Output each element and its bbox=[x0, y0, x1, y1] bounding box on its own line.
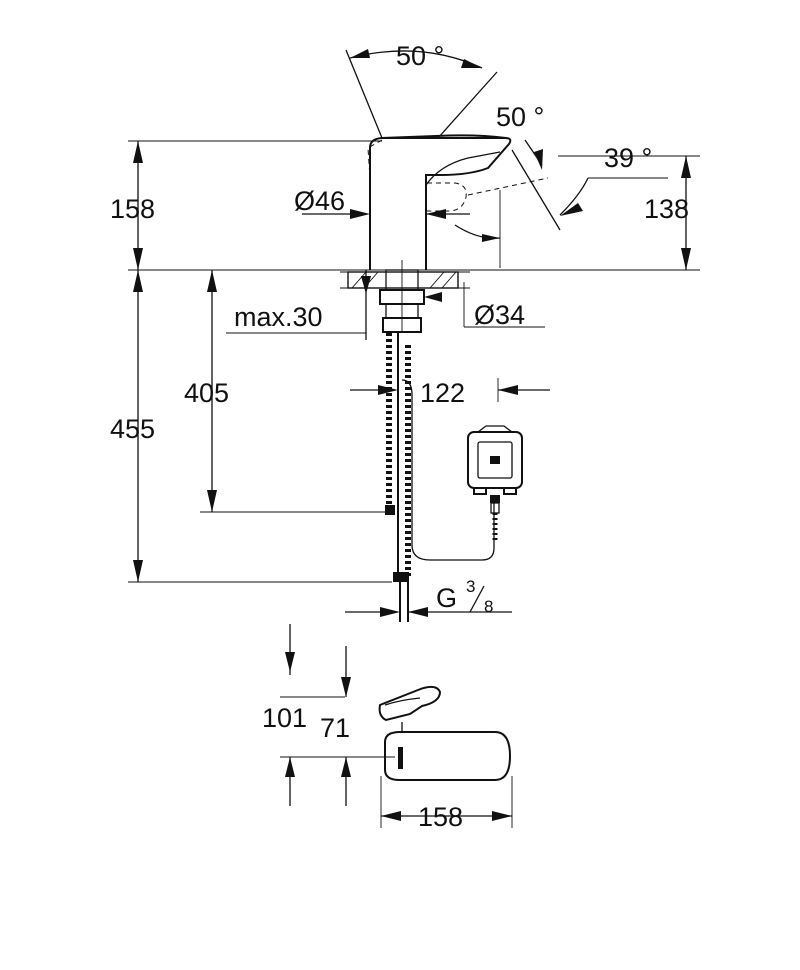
dim-label-101: 101 bbox=[262, 703, 307, 733]
angle-label-lever-front: 39 ° bbox=[604, 143, 652, 173]
dim-label-158-width: 158 bbox=[418, 802, 463, 832]
angle-line-right bbox=[437, 71, 498, 139]
faucet-body bbox=[369, 137, 512, 270]
dim-label-122: 122 bbox=[420, 378, 465, 408]
thread-denominator: 8 bbox=[484, 597, 493, 616]
control-box bbox=[467, 425, 523, 540]
shank bbox=[379, 260, 425, 333]
top-spout bbox=[384, 731, 512, 781]
angle-label-lever-tilt: 50 ° bbox=[496, 102, 544, 132]
dim-label-455: 455 bbox=[110, 414, 155, 444]
top-lever bbox=[378, 686, 442, 722]
dim-label-138: 138 bbox=[644, 194, 689, 224]
dim-label-71: 71 bbox=[320, 713, 350, 743]
thread-label: G 3 8 bbox=[436, 577, 493, 616]
deck-hatch bbox=[340, 271, 470, 289]
angle-line-left bbox=[345, 49, 383, 139]
angle-line-39 bbox=[511, 149, 561, 231]
faucet-top-view bbox=[280, 624, 513, 828]
dim-label-d46: Ø46 bbox=[294, 186, 345, 216]
dim-label-405: 405 bbox=[184, 378, 229, 408]
thread-numerator: 3 bbox=[466, 577, 475, 596]
dim-label-max30: max.30 bbox=[234, 302, 323, 332]
dim-label-d34: Ø34 bbox=[474, 300, 525, 330]
hoses bbox=[385, 333, 495, 622]
angle-label-swivel: 50 ° bbox=[396, 41, 444, 71]
under-deck-dims bbox=[128, 270, 550, 617]
dim-label-height-158: 158 bbox=[110, 194, 155, 224]
faucet-elevation bbox=[128, 49, 700, 340]
thread-letter: G bbox=[436, 583, 457, 613]
spout-dashed bbox=[425, 182, 467, 212]
lever-top bbox=[381, 134, 507, 139]
